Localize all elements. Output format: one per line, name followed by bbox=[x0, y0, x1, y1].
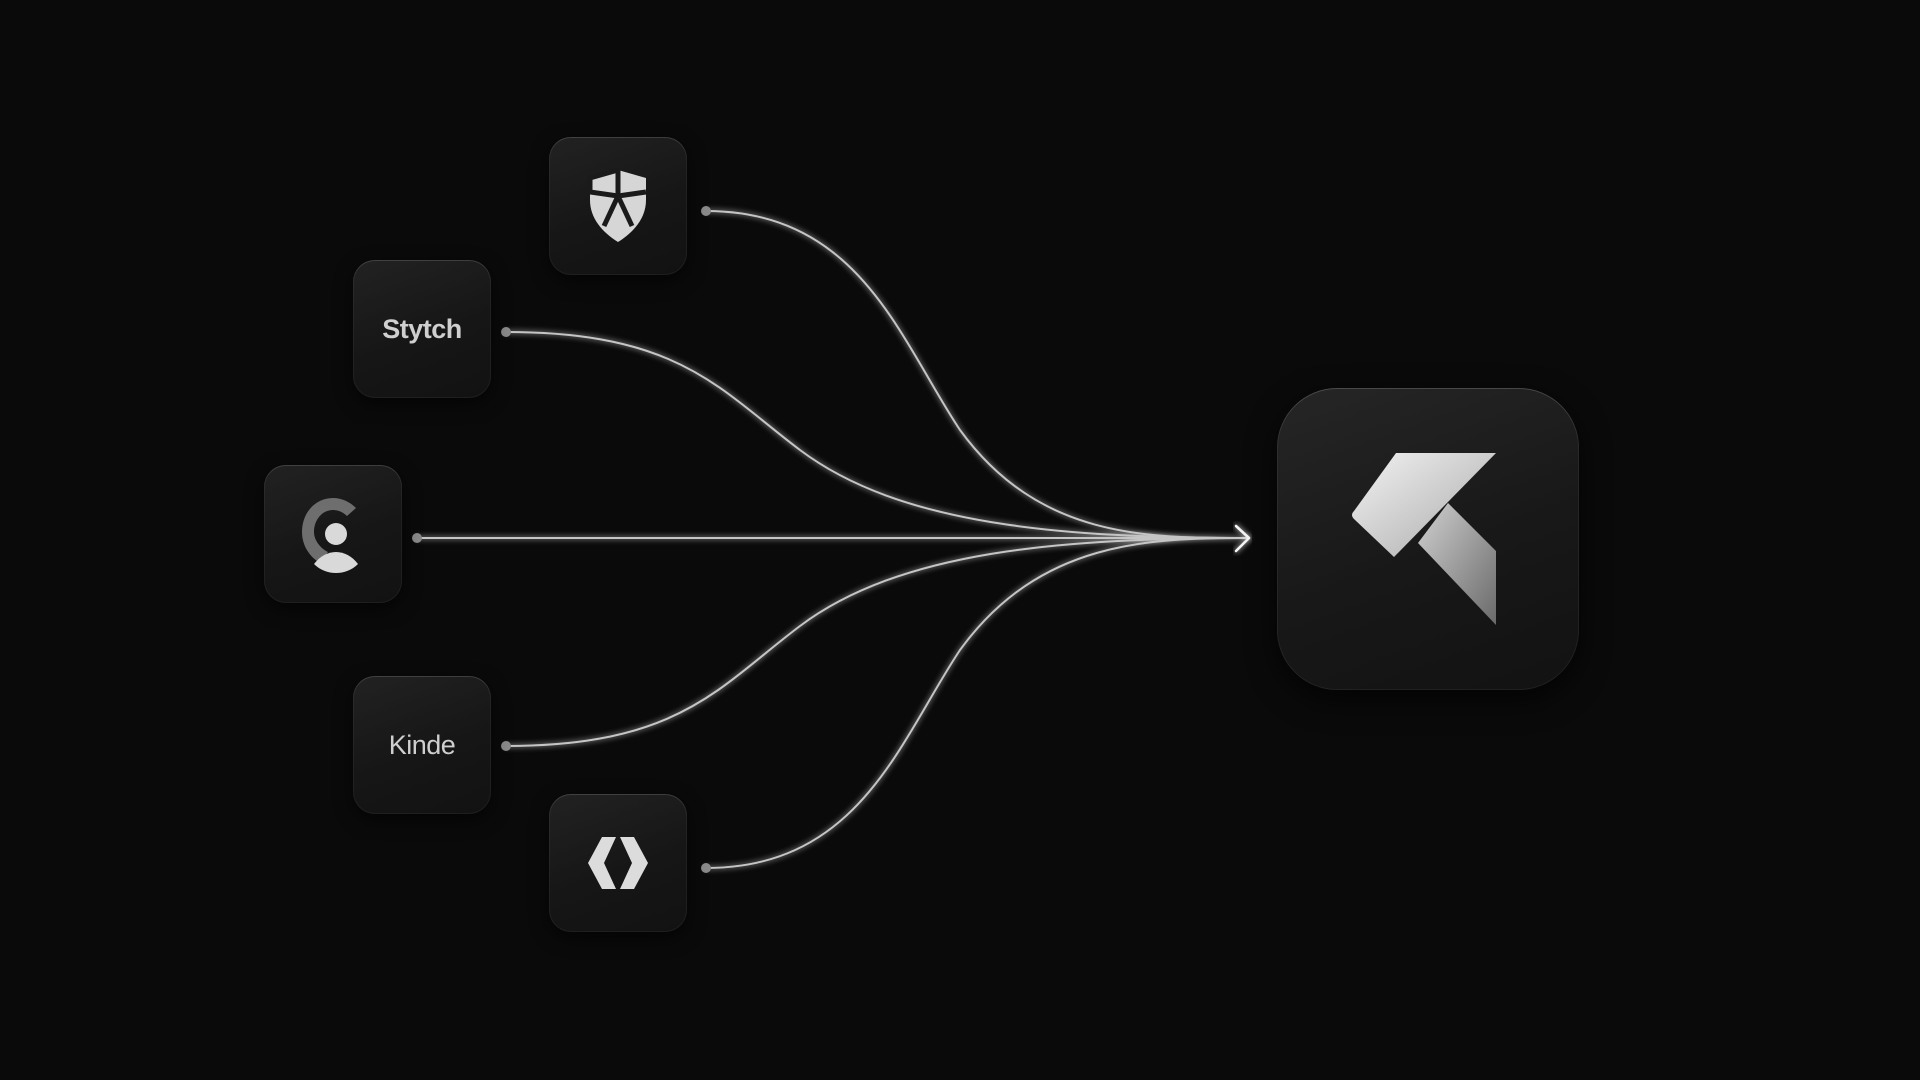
connector-dot-shield bbox=[701, 206, 711, 216]
source-tile-shield bbox=[549, 137, 687, 275]
kinde-label: Kinde bbox=[388, 729, 456, 760]
shield-logo-icon bbox=[586, 168, 650, 244]
connector-dot-clerk bbox=[412, 533, 422, 543]
connector-diamond bbox=[705, 537, 1251, 869]
diamond-logo-icon bbox=[582, 833, 654, 893]
connector-stytch bbox=[505, 331, 1251, 539]
connector-dot-stytch bbox=[501, 327, 511, 337]
k-logo-icon bbox=[1348, 447, 1508, 632]
target-tile bbox=[1277, 388, 1579, 690]
source-tile-clerk bbox=[264, 465, 402, 603]
arrow-head-icon bbox=[1234, 524, 1251, 553]
connector-kinde bbox=[505, 537, 1251, 747]
connector-shield bbox=[705, 210, 1251, 540]
stytch-label: Stytch bbox=[382, 313, 462, 344]
connector-dot-diamond bbox=[701, 863, 711, 873]
user-c-logo-icon bbox=[298, 494, 368, 574]
connector-dot-kinde bbox=[501, 741, 511, 751]
source-tile-stytch: Stytch bbox=[353, 260, 491, 398]
source-tile-diamond bbox=[549, 794, 687, 932]
source-tile-kinde: Kinde bbox=[353, 676, 491, 814]
